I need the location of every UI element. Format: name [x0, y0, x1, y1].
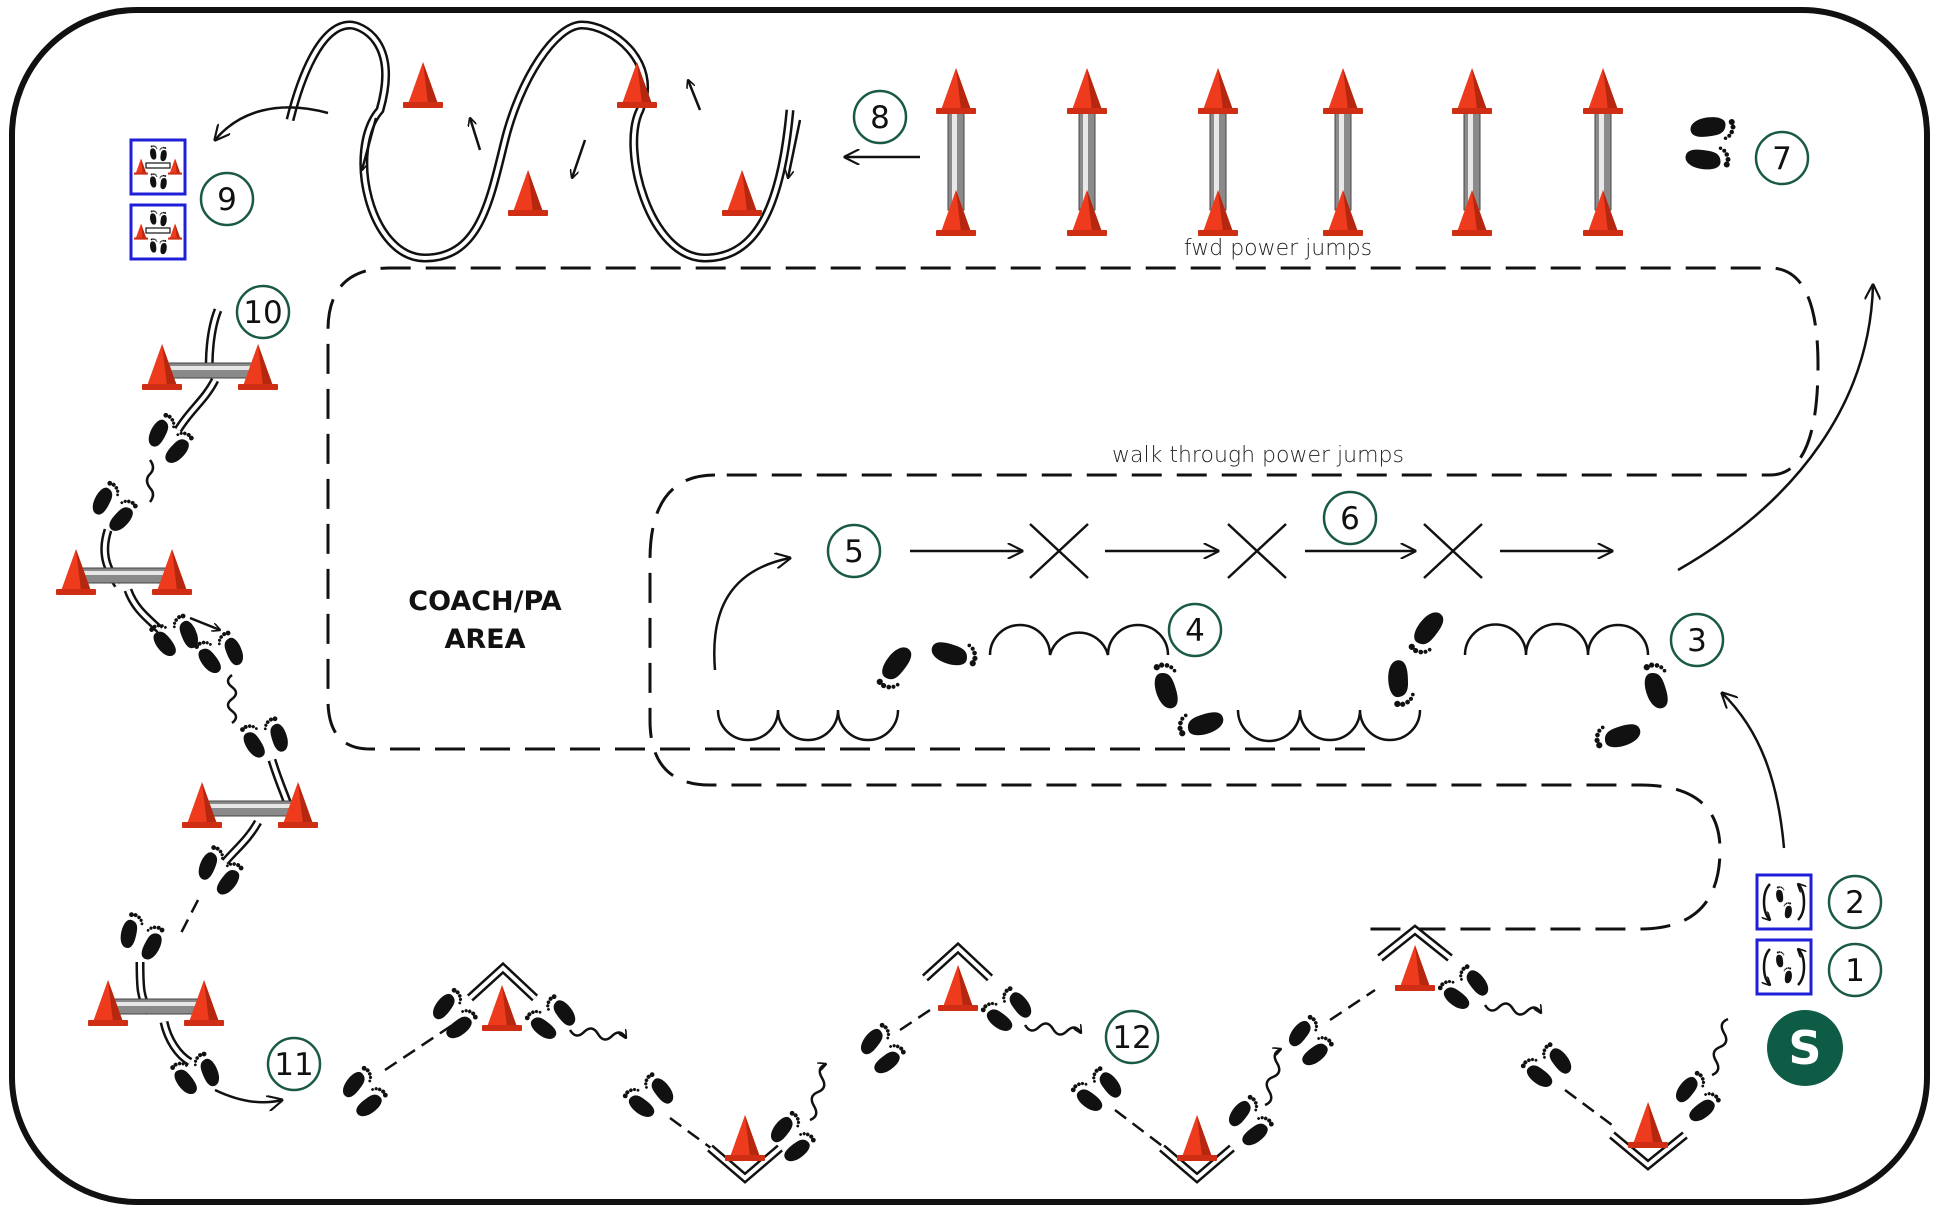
station-8-label: 8 [870, 100, 890, 136]
station-1-label: 1 [1845, 953, 1865, 989]
station-2-badge: 2 [1827, 874, 1883, 930]
coach-area-line2: AREA [444, 624, 525, 655]
arrow-to-station-3 [1722, 693, 1786, 849]
weave-arrow-5 [362, 117, 378, 170]
station-6-badge: 6 [1322, 490, 1378, 546]
feet-hop-7 [873, 642, 918, 695]
arrow-to-station-7 [1677, 285, 1873, 572]
weave-path-inner [288, 22, 792, 261]
pole-1 [936, 68, 976, 236]
weave-arrow-2 [688, 80, 702, 111]
weave-cone-1 [403, 62, 443, 108]
station-3-badge: 3 [1669, 612, 1725, 668]
pole-3 [1198, 68, 1238, 236]
station-12-badge: 12 [1104, 1009, 1160, 1065]
station-4-label: 4 [1185, 613, 1205, 649]
feet-hop-2 [1592, 719, 1643, 751]
station-12-label: 12 [1112, 1020, 1151, 1056]
feet-hop-6 [1175, 707, 1226, 739]
hurdle-square-lower [131, 205, 185, 259]
ladder-square-1 [1757, 940, 1811, 994]
feet-station-7 [1686, 117, 1736, 169]
station-2-label: 2 [1845, 885, 1865, 921]
bottom-zigzag [335, 924, 1729, 1184]
station-7-badge: 7 [1754, 130, 1810, 186]
weave-arrow-3 [572, 139, 587, 178]
feet-hop-1 [1641, 660, 1673, 711]
pole-4 [1323, 68, 1363, 236]
hop-arcs [716, 622, 1650, 743]
weave-arrow-4 [470, 118, 482, 151]
station-1-badge: 1 [1827, 942, 1883, 998]
inner-dashed-lane [648, 473, 1722, 931]
station-5-badge: 5 [826, 523, 882, 579]
station-9-label: 9 [217, 182, 237, 218]
station-4-badge: 4 [1167, 602, 1223, 658]
weave-cone-3 [508, 170, 548, 216]
station-11-badge: 11 [266, 1036, 322, 1092]
arrow-to-station-5 [713, 558, 790, 671]
weave-cone-2 [617, 62, 657, 108]
station-10-badge: 10 [235, 284, 291, 340]
feet-hop-5 [1151, 660, 1183, 711]
station-7-label: 7 [1772, 141, 1792, 177]
station-5-label: 5 [844, 534, 864, 570]
station-11-label: 11 [274, 1047, 313, 1083]
caption-fwd-power-jumps: fwd power jumps [1184, 236, 1372, 261]
ladder-square-2 [1757, 875, 1811, 929]
station-9-badge: 9 [199, 171, 255, 227]
sprint-line [910, 523, 1612, 579]
feet-hop-3 [1405, 607, 1450, 660]
course-border [9, 7, 1930, 1205]
outer-dashed-lane [326, 266, 1820, 751]
station-8-badge: 8 [852, 89, 908, 145]
station-3-label: 3 [1687, 623, 1707, 659]
left-zigzag [56, 308, 318, 1102]
station-6-label: 6 [1340, 501, 1360, 537]
start-marker [1767, 1010, 1843, 1086]
pole-6 [1583, 68, 1623, 236]
feet-hop-4 [1384, 658, 1417, 709]
coach-area-line1: COACH/PA [408, 586, 562, 617]
feet-hop-8 [929, 637, 980, 669]
pole-row [936, 68, 1623, 236]
station-10-label: 10 [243, 295, 282, 331]
caption-walk-through-power-jumps: walk through power jumps [1112, 443, 1404, 468]
weave-arrow-1 [788, 119, 802, 178]
pole-2 [1067, 68, 1107, 236]
pole-5 [1452, 68, 1492, 236]
arrow-to-station-9 [215, 106, 329, 140]
weave-cone-4 [722, 170, 762, 216]
hurdle-square-upper [131, 140, 185, 194]
start-label: S [1788, 1021, 1821, 1075]
